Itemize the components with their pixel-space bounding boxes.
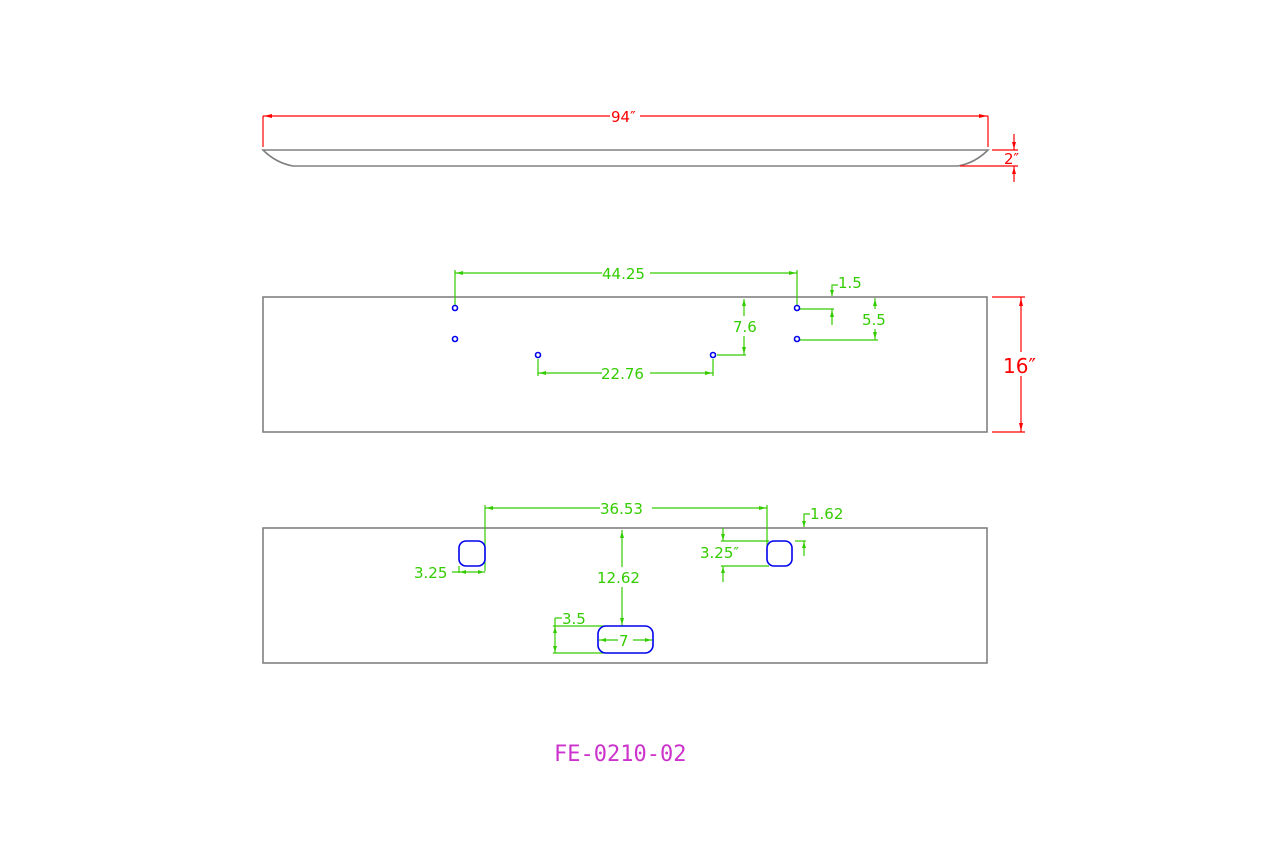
arrow-down-icon <box>830 290 834 296</box>
arrow-down-icon <box>620 618 624 625</box>
dim-length-label: 94″ <box>611 108 636 126</box>
arrow-right-icon <box>645 638 651 642</box>
arrow-up-icon <box>802 542 806 548</box>
arrow-up-icon <box>830 310 834 317</box>
top-view-2-outline <box>262 527 988 664</box>
dim-hole-spacing-narrow: 22.76 <box>601 365 644 383</box>
arrow-left-icon <box>456 271 463 275</box>
left-slot <box>458 540 486 567</box>
arrow-down-icon <box>1019 423 1023 431</box>
dim-bottom-slot-width: 7 <box>619 632 629 650</box>
top-view-holes: 16″ 44.25 22.76 7.6 1.5 <box>262 265 1043 433</box>
dim-height-label: 16″ <box>1003 354 1036 378</box>
arrow-left-icon <box>539 371 546 375</box>
dim-right-slot-height: 3.25″ <box>700 544 739 562</box>
dim-thickness-label: 2″ <box>1004 150 1020 168</box>
arrow-left-icon <box>486 506 493 510</box>
arrow-down-icon <box>553 646 557 652</box>
bottom-slot <box>597 625 654 654</box>
top-view-1-outline <box>262 296 988 433</box>
mounting-hole <box>534 351 542 359</box>
arrow-up-icon <box>721 567 725 573</box>
arrow-up-icon <box>742 299 746 306</box>
mounting-hole <box>709 351 717 359</box>
arrow-up-icon <box>553 627 557 633</box>
arrow-up-icon <box>873 299 877 306</box>
arrow-down-icon <box>742 347 746 354</box>
dim-slot-spacing: 36.53 <box>600 500 643 518</box>
dim-left-slot-width: 3.25 <box>414 564 447 582</box>
mounting-hole <box>451 304 459 312</box>
dim-hole-spacing-wide: 44.25 <box>602 265 645 283</box>
dim-center-vertical-offset: 12.62 <box>597 569 640 587</box>
arrow-up-icon <box>620 531 624 538</box>
arrow-left-icon <box>264 114 272 118</box>
arrow-right-icon <box>759 506 766 510</box>
arrow-right-icon <box>789 271 796 275</box>
arrow-down-icon <box>873 332 877 339</box>
arrow-down-icon <box>721 534 725 540</box>
arrow-left-icon <box>600 638 606 642</box>
arrow-right-icon <box>478 570 484 574</box>
mounting-hole <box>793 304 801 312</box>
arrow-down-icon <box>802 521 806 527</box>
arrow-up-icon <box>1012 167 1016 174</box>
dim-vertical-offset: 7.6 <box>733 318 757 336</box>
dim-edge-offset: 1.5 <box>838 274 862 292</box>
arrow-right-icon <box>979 114 987 118</box>
dim-edge-offset-slot: 1.62 <box>810 505 843 523</box>
arrow-right-icon <box>705 371 712 375</box>
arrow-down-icon <box>1012 142 1016 149</box>
arrow-up-icon <box>1019 298 1023 306</box>
part-number: FE-0210-02 <box>554 742 686 767</box>
right-slot <box>766 540 793 567</box>
mounting-hole <box>451 335 459 343</box>
side-view: 94″ 2″ <box>261 108 1020 182</box>
top-view-slots: 36.53 3.25 3.25″ 1.62 12.62 <box>262 500 988 664</box>
side-view-outline <box>261 149 990 167</box>
dim-vertical-spacing: 5.5 <box>862 311 886 329</box>
mounting-hole <box>793 335 801 343</box>
dim-bottom-slot-offset: 3.5 <box>562 610 586 628</box>
arrow-left-icon <box>460 570 466 574</box>
